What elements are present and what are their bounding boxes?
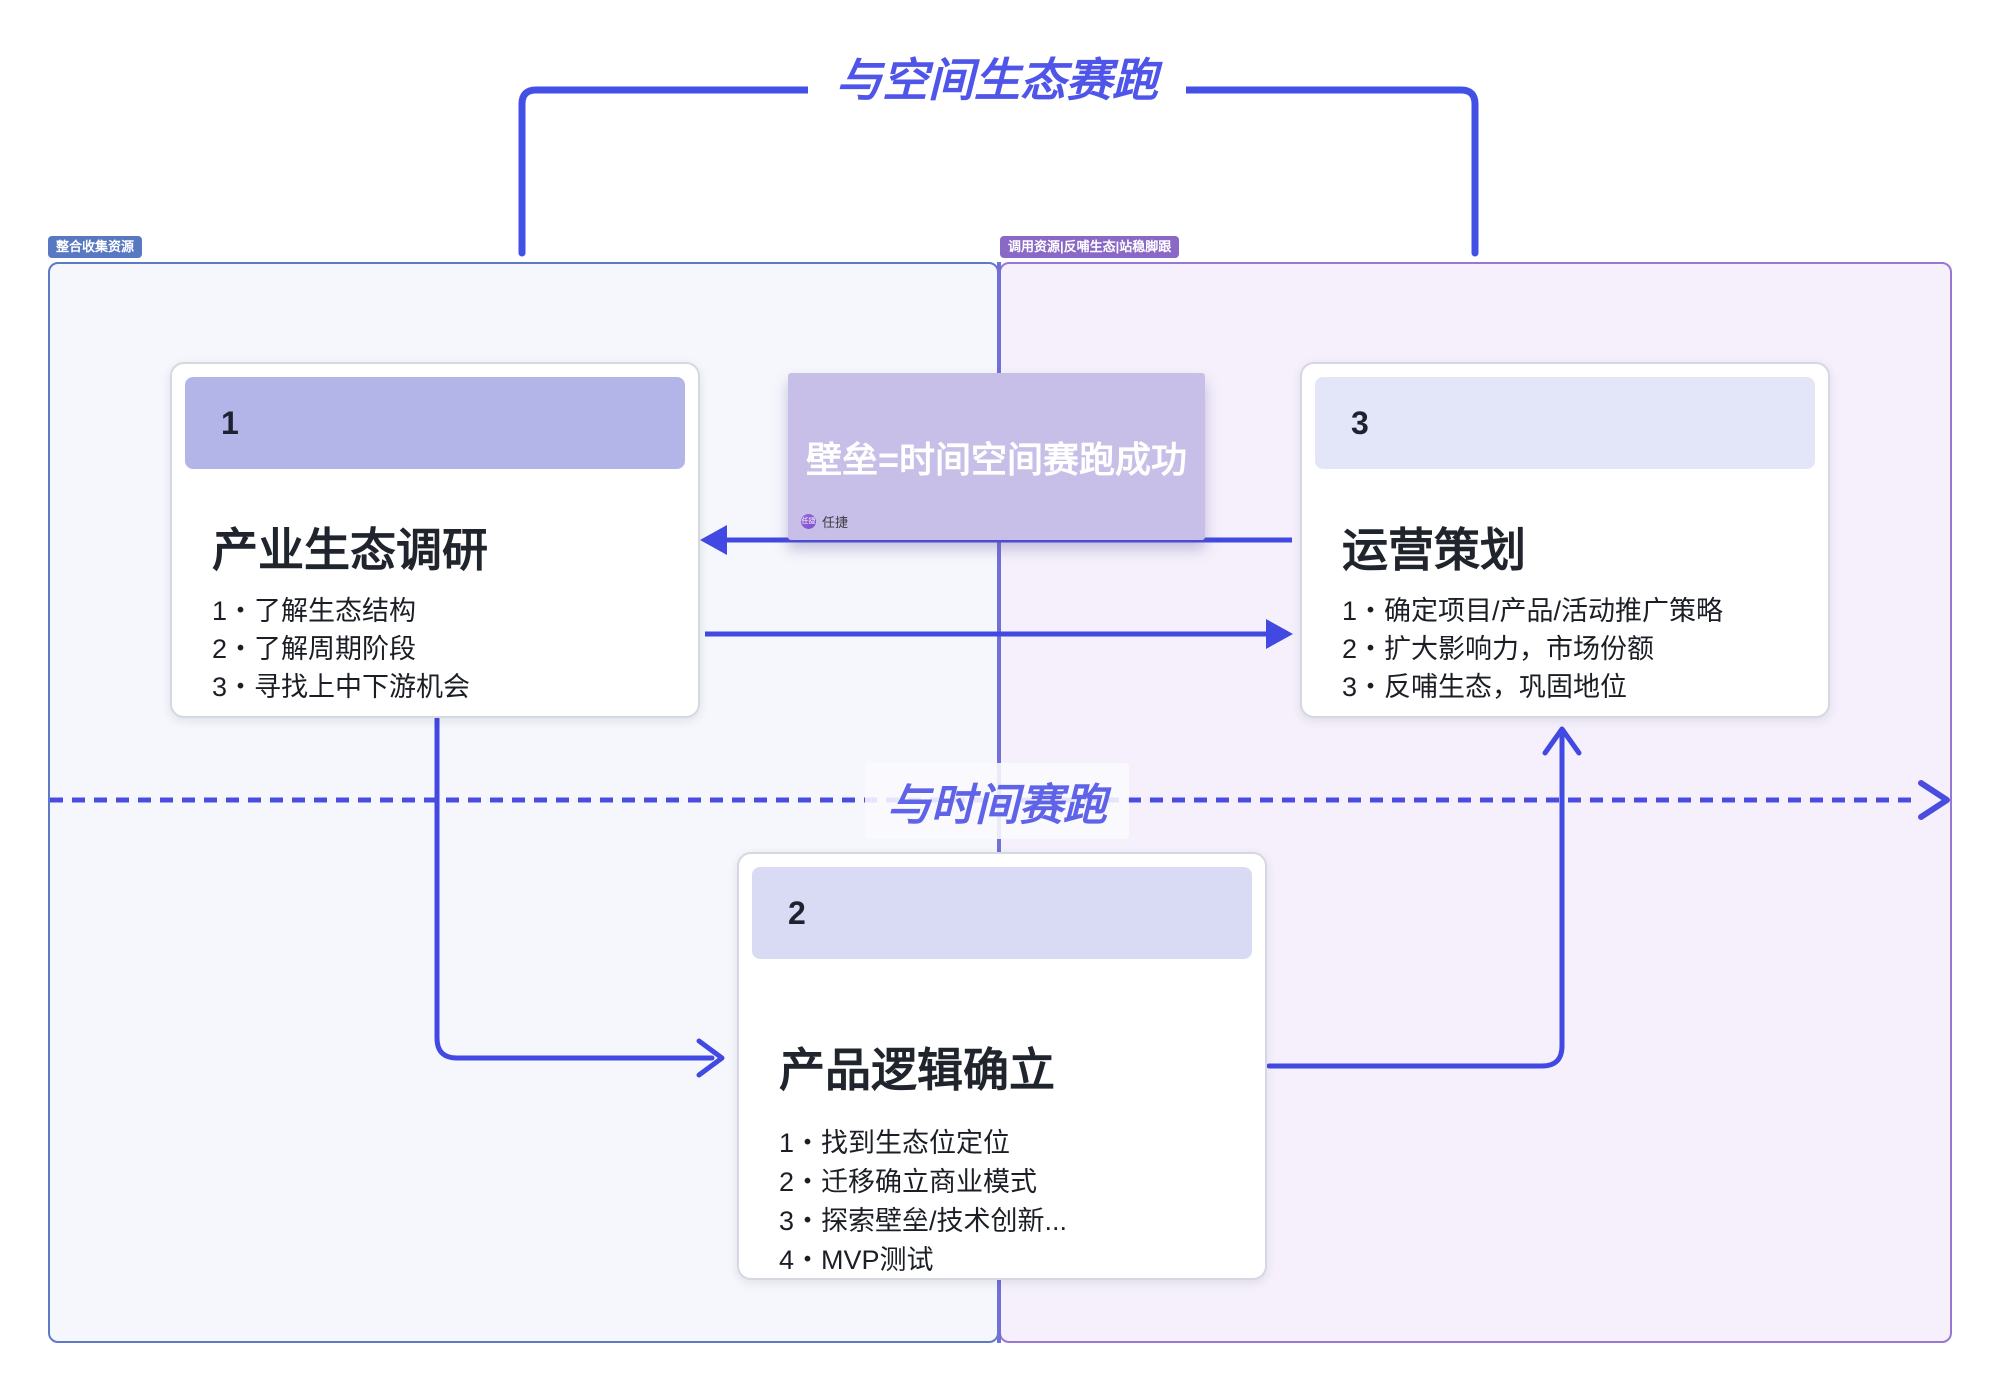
card-3-title: 运营策划 bbox=[1342, 524, 1526, 576]
list-item: 3・反哺生态，巩固地位 bbox=[1342, 672, 1628, 702]
list-item: 4・MVP测试 bbox=[779, 1245, 934, 1275]
card-3-number-band: 3 bbox=[1315, 377, 1815, 469]
right-panel-badge: 调用资源|反哺生态|站稳脚跟 bbox=[1000, 236, 1180, 258]
card-1-number-band: 1 bbox=[185, 377, 685, 469]
list-item: 1・确定项目/产品/活动推广策略 bbox=[1342, 596, 1724, 626]
card-1-title: 产业生态调研 bbox=[212, 524, 488, 576]
card-1-number: 1 bbox=[221, 404, 239, 441]
list-item: 1・了解生态结构 bbox=[212, 596, 417, 626]
left-panel-badge: 整合收集资源 bbox=[48, 236, 143, 258]
space-race-title: 与空间生态赛跑 bbox=[808, 44, 1186, 110]
card-3-number: 3 bbox=[1351, 404, 1369, 441]
card-product-logic[interactable]: 2 产品逻辑确立 1・找到生态位定位 2・迁移确立商业模式 3・探索壁垒/技术创… bbox=[737, 852, 1267, 1280]
card-operations-planning[interactable]: 3 运营策划 1・确定项目/产品/活动推广策略 2・扩大影响力，市场份额 3・反… bbox=[1300, 362, 1830, 718]
author-avatar-icon: 任捷 bbox=[801, 514, 816, 529]
card-3-list: 1・确定项目/产品/活动推广策略 2・扩大影响力，市场份额 3・反哺生态，巩固地… bbox=[1342, 592, 1723, 706]
author-name: 任捷 bbox=[822, 515, 849, 530]
card-2-title: 产品逻辑确立 bbox=[779, 1044, 1055, 1096]
card-2-number: 2 bbox=[788, 894, 806, 931]
time-race-label: 与时间赛跑 bbox=[865, 763, 1129, 839]
barrier-statement-text: 壁垒=时间空间赛跑成功 bbox=[805, 438, 1188, 480]
card-1-list: 1・了解生态结构 2・了解周期阶段 3・寻找上中下游机会 bbox=[212, 592, 470, 706]
list-item: 3・探索壁垒/技术创新... bbox=[779, 1206, 1068, 1236]
barrier-statement-box[interactable]: 壁垒=时间空间赛跑成功 任捷 任捷 bbox=[788, 373, 1205, 540]
space-race-bracket bbox=[518, 86, 1479, 257]
list-item: 2・迁移确立商业模式 bbox=[779, 1167, 1038, 1197]
list-item: 2・扩大影响力，市场份额 bbox=[1342, 634, 1655, 664]
card-2-list: 1・找到生态位定位 2・迁移确立商业模式 3・探索壁垒/技术创新... 4・MV… bbox=[779, 1124, 1067, 1280]
list-item: 3・寻找上中下游机会 bbox=[212, 672, 471, 702]
list-item: 2・了解周期阶段 bbox=[212, 634, 417, 664]
author-watermark: 任捷 任捷 bbox=[801, 512, 848, 531]
card-2-number-band: 2 bbox=[752, 867, 1252, 959]
list-item: 1・找到生态位定位 bbox=[779, 1128, 1011, 1158]
card-industry-research[interactable]: 1 产业生态调研 1・了解生态结构 2・了解周期阶段 3・寻找上中下游机会 bbox=[170, 362, 700, 718]
